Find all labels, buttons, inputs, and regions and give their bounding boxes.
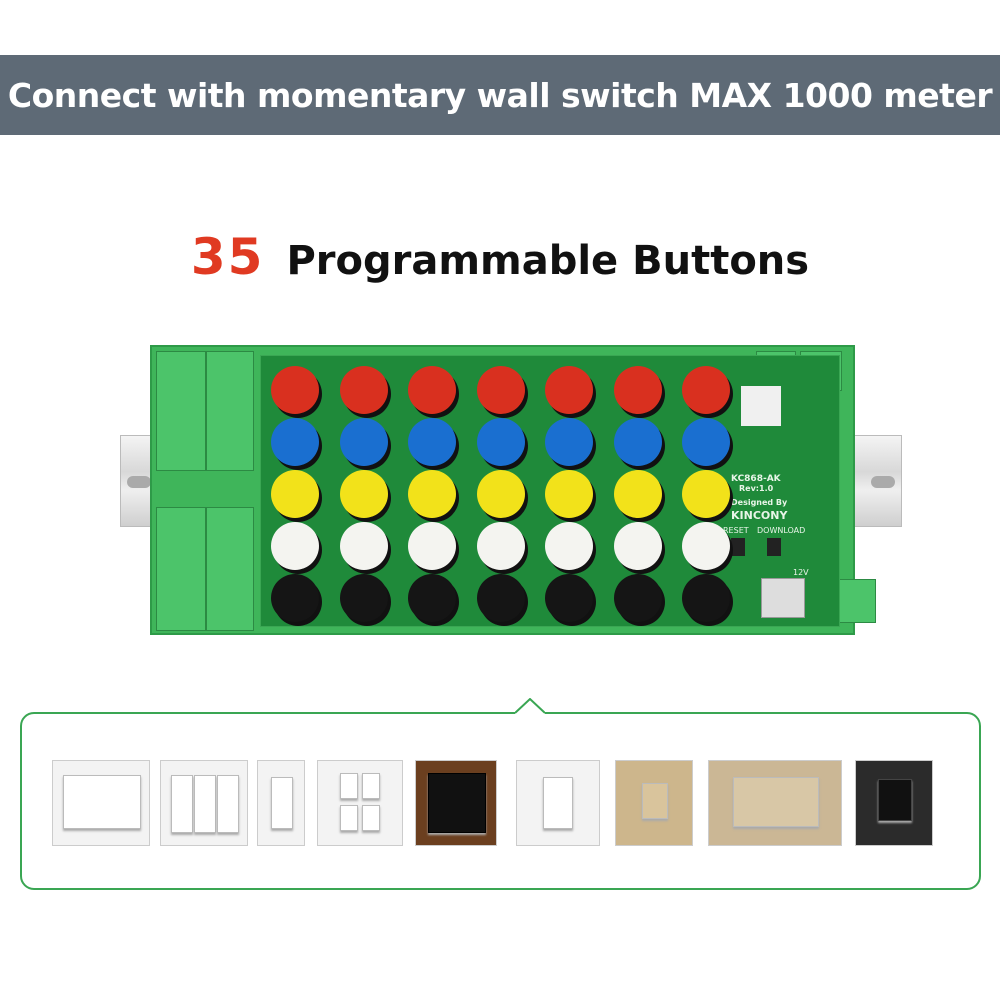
programmable-button[interactable]: [545, 522, 593, 570]
programmable-button[interactable]: [339, 574, 388, 622]
switch-black-glass-single: [855, 760, 933, 846]
model-label: KC868-AK: [731, 474, 781, 484]
programmable-button[interactable]: [545, 366, 593, 414]
switch-wood-triple-black: [415, 760, 497, 846]
pcb: KC868-AK Rev:1.0 Designed By KINCONY RES…: [260, 355, 840, 627]
programmable-button[interactable]: [682, 574, 730, 622]
brand-label: KINCONY: [731, 509, 788, 522]
reset-button[interactable]: [731, 538, 745, 556]
controller-board: KC868-AK Rev:1.0 Designed By KINCONY RES…: [150, 345, 876, 635]
terminal-block: [206, 507, 254, 631]
programmable-button[interactable]: [408, 418, 456, 466]
download-button[interactable]: [767, 538, 781, 556]
programmable-button[interactable]: [271, 574, 319, 622]
programmable-button[interactable]: [476, 522, 525, 570]
programmable-button[interactable]: [339, 470, 388, 518]
programmable-button[interactable]: [545, 470, 593, 518]
programmable-button[interactable]: [613, 418, 662, 466]
button-count: 35: [190, 228, 265, 286]
switch-gold-triple: [708, 760, 842, 846]
header-banner: Connect with momentary wall switch MAX 1…: [0, 55, 1000, 135]
reset-label: RESET: [723, 526, 749, 535]
programmable-button[interactable]: [271, 366, 319, 414]
callout-notch: [515, 698, 545, 714]
programmable-button[interactable]: [682, 366, 730, 414]
programmable-button[interactable]: [613, 470, 662, 518]
banner-text: Connect with momentary wall switch MAX 1…: [7, 75, 993, 115]
programmable-button[interactable]: [613, 522, 662, 570]
programmable-button[interactable]: [545, 574, 593, 622]
programmable-button[interactable]: [408, 574, 456, 622]
programmable-button[interactable]: [408, 470, 456, 518]
connector: [741, 386, 781, 426]
programmable-button[interactable]: [408, 366, 456, 414]
programmable-button[interactable]: [271, 470, 319, 518]
programmable-button[interactable]: [271, 418, 319, 466]
terminal-block: [156, 507, 206, 631]
switch-gold-single: [615, 760, 693, 846]
download-label: DOWNLOAD: [757, 526, 806, 535]
switch-white-triple-rocker: [160, 760, 248, 846]
programmable-button[interactable]: [476, 574, 525, 622]
wall-switch-panel: [20, 712, 981, 890]
programmable-button[interactable]: [339, 418, 388, 466]
programmable-button[interactable]: [613, 574, 662, 622]
page-title: 35 Programmable Buttons: [0, 228, 1000, 286]
switch-white-slim-toggle: [257, 760, 305, 846]
usb-port: [761, 578, 805, 618]
programmable-button[interactable]: [408, 522, 456, 570]
programmable-button[interactable]: [545, 418, 593, 466]
title-text: Programmable Buttons: [286, 238, 810, 284]
programmable-button[interactable]: [682, 470, 730, 518]
programmable-button[interactable]: [339, 522, 388, 570]
programmable-button[interactable]: [339, 366, 388, 414]
programmable-button[interactable]: [682, 522, 730, 570]
programmable-button[interactable]: [271, 522, 319, 570]
terminal-block: [206, 351, 254, 471]
programmable-button[interactable]: [476, 418, 525, 466]
programmable-button[interactable]: [476, 366, 525, 414]
switch-white-rocker: [52, 760, 150, 846]
revision-label: Rev:1.0: [739, 484, 774, 493]
switch-white-single-toggle: [516, 760, 600, 846]
designed-by-label: Designed By: [731, 498, 788, 507]
power-label: 12V: [793, 568, 809, 577]
programmable-button[interactable]: [476, 470, 525, 518]
programmable-button[interactable]: [682, 418, 730, 466]
terminal-block: [156, 351, 206, 471]
programmable-button[interactable]: [613, 366, 662, 414]
switch-white-quad-panel: [317, 760, 403, 846]
